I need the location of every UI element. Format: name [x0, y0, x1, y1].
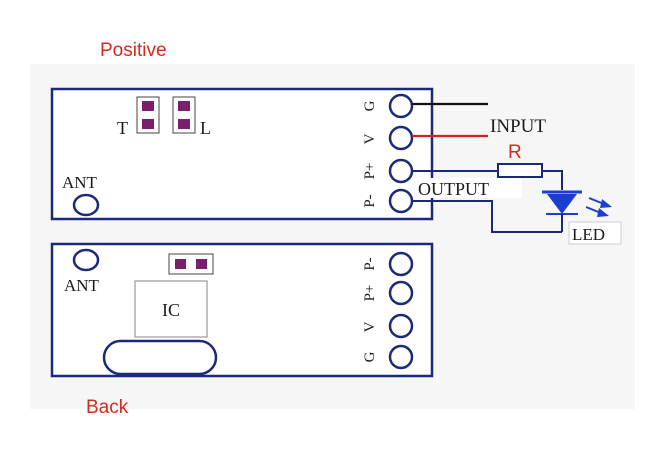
back-pin-label-v: V	[362, 321, 378, 332]
jumper-t-pad-top	[142, 101, 154, 111]
front-antenna-hole	[72, 193, 100, 217]
led-label-box	[568, 221, 622, 245]
front-pin-hole-p-minus	[388, 188, 414, 214]
front-board-outline	[50, 87, 434, 221]
input-label: INPUT	[490, 116, 546, 137]
wiring: INPUT R OUTPUT LED	[412, 102, 622, 245]
front-pin-label-p-minus: P-	[362, 194, 378, 207]
front-board: T L ANT G V P+ P-	[50, 87, 434, 221]
output-label: OUTPUT	[418, 179, 489, 199]
led-ray-1-arrow	[600, 199, 612, 208]
led-ray-2-arrow	[597, 208, 609, 217]
crystal-component	[102, 339, 218, 376]
back-antenna-label: ANT	[64, 276, 100, 295]
back-antenna-hole	[72, 248, 100, 272]
jumper-t-pad-bottom	[142, 119, 154, 129]
resistor	[497, 163, 543, 178]
jumper-l-label: L	[200, 118, 211, 138]
jumper-l-pad-bottom	[178, 119, 190, 129]
output-negative-wire	[412, 200, 562, 233]
jumper-t	[136, 96, 160, 134]
jumper-l	[172, 96, 196, 134]
front-pin-label-v: V	[362, 133, 378, 144]
led-triangle	[547, 194, 577, 214]
jumper-t-label: T	[117, 118, 128, 138]
ic-chip	[134, 280, 208, 338]
back-board: ANT IC P- P+ V G	[50, 242, 434, 378]
back-pin-label-p-plus: P+	[362, 285, 378, 302]
back-pin-hole-p-plus	[388, 280, 414, 306]
front-pin-hole-p-plus	[388, 158, 414, 184]
front-pin-hole-v	[388, 125, 414, 151]
back-pin-hole-g	[388, 344, 414, 370]
front-antenna-label: ANT	[62, 173, 98, 192]
front-pin-hole-g	[388, 93, 414, 119]
back-caption: Back	[86, 397, 129, 418]
resistor-to-led-wire	[542, 170, 563, 190]
output-label-backing	[416, 178, 522, 198]
positive-caption: Positive	[100, 40, 167, 61]
back-pin-label-p-minus: P-	[362, 257, 378, 270]
led-label: LED	[572, 225, 605, 244]
back-pin-hole-v	[388, 313, 414, 339]
jumper-l-pad-top	[178, 101, 190, 111]
back-pin-label-g: G	[362, 351, 378, 362]
front-pin-label-p-plus: P+	[362, 163, 378, 180]
front-pin-label-g: G	[362, 100, 378, 111]
ic-label: IC	[162, 300, 180, 320]
resistor-label: R	[508, 142, 522, 163]
back-pin-hole-p-minus	[388, 251, 414, 277]
back-jumper-pad-right	[196, 259, 207, 269]
back-jumper-pad-left	[175, 259, 186, 269]
